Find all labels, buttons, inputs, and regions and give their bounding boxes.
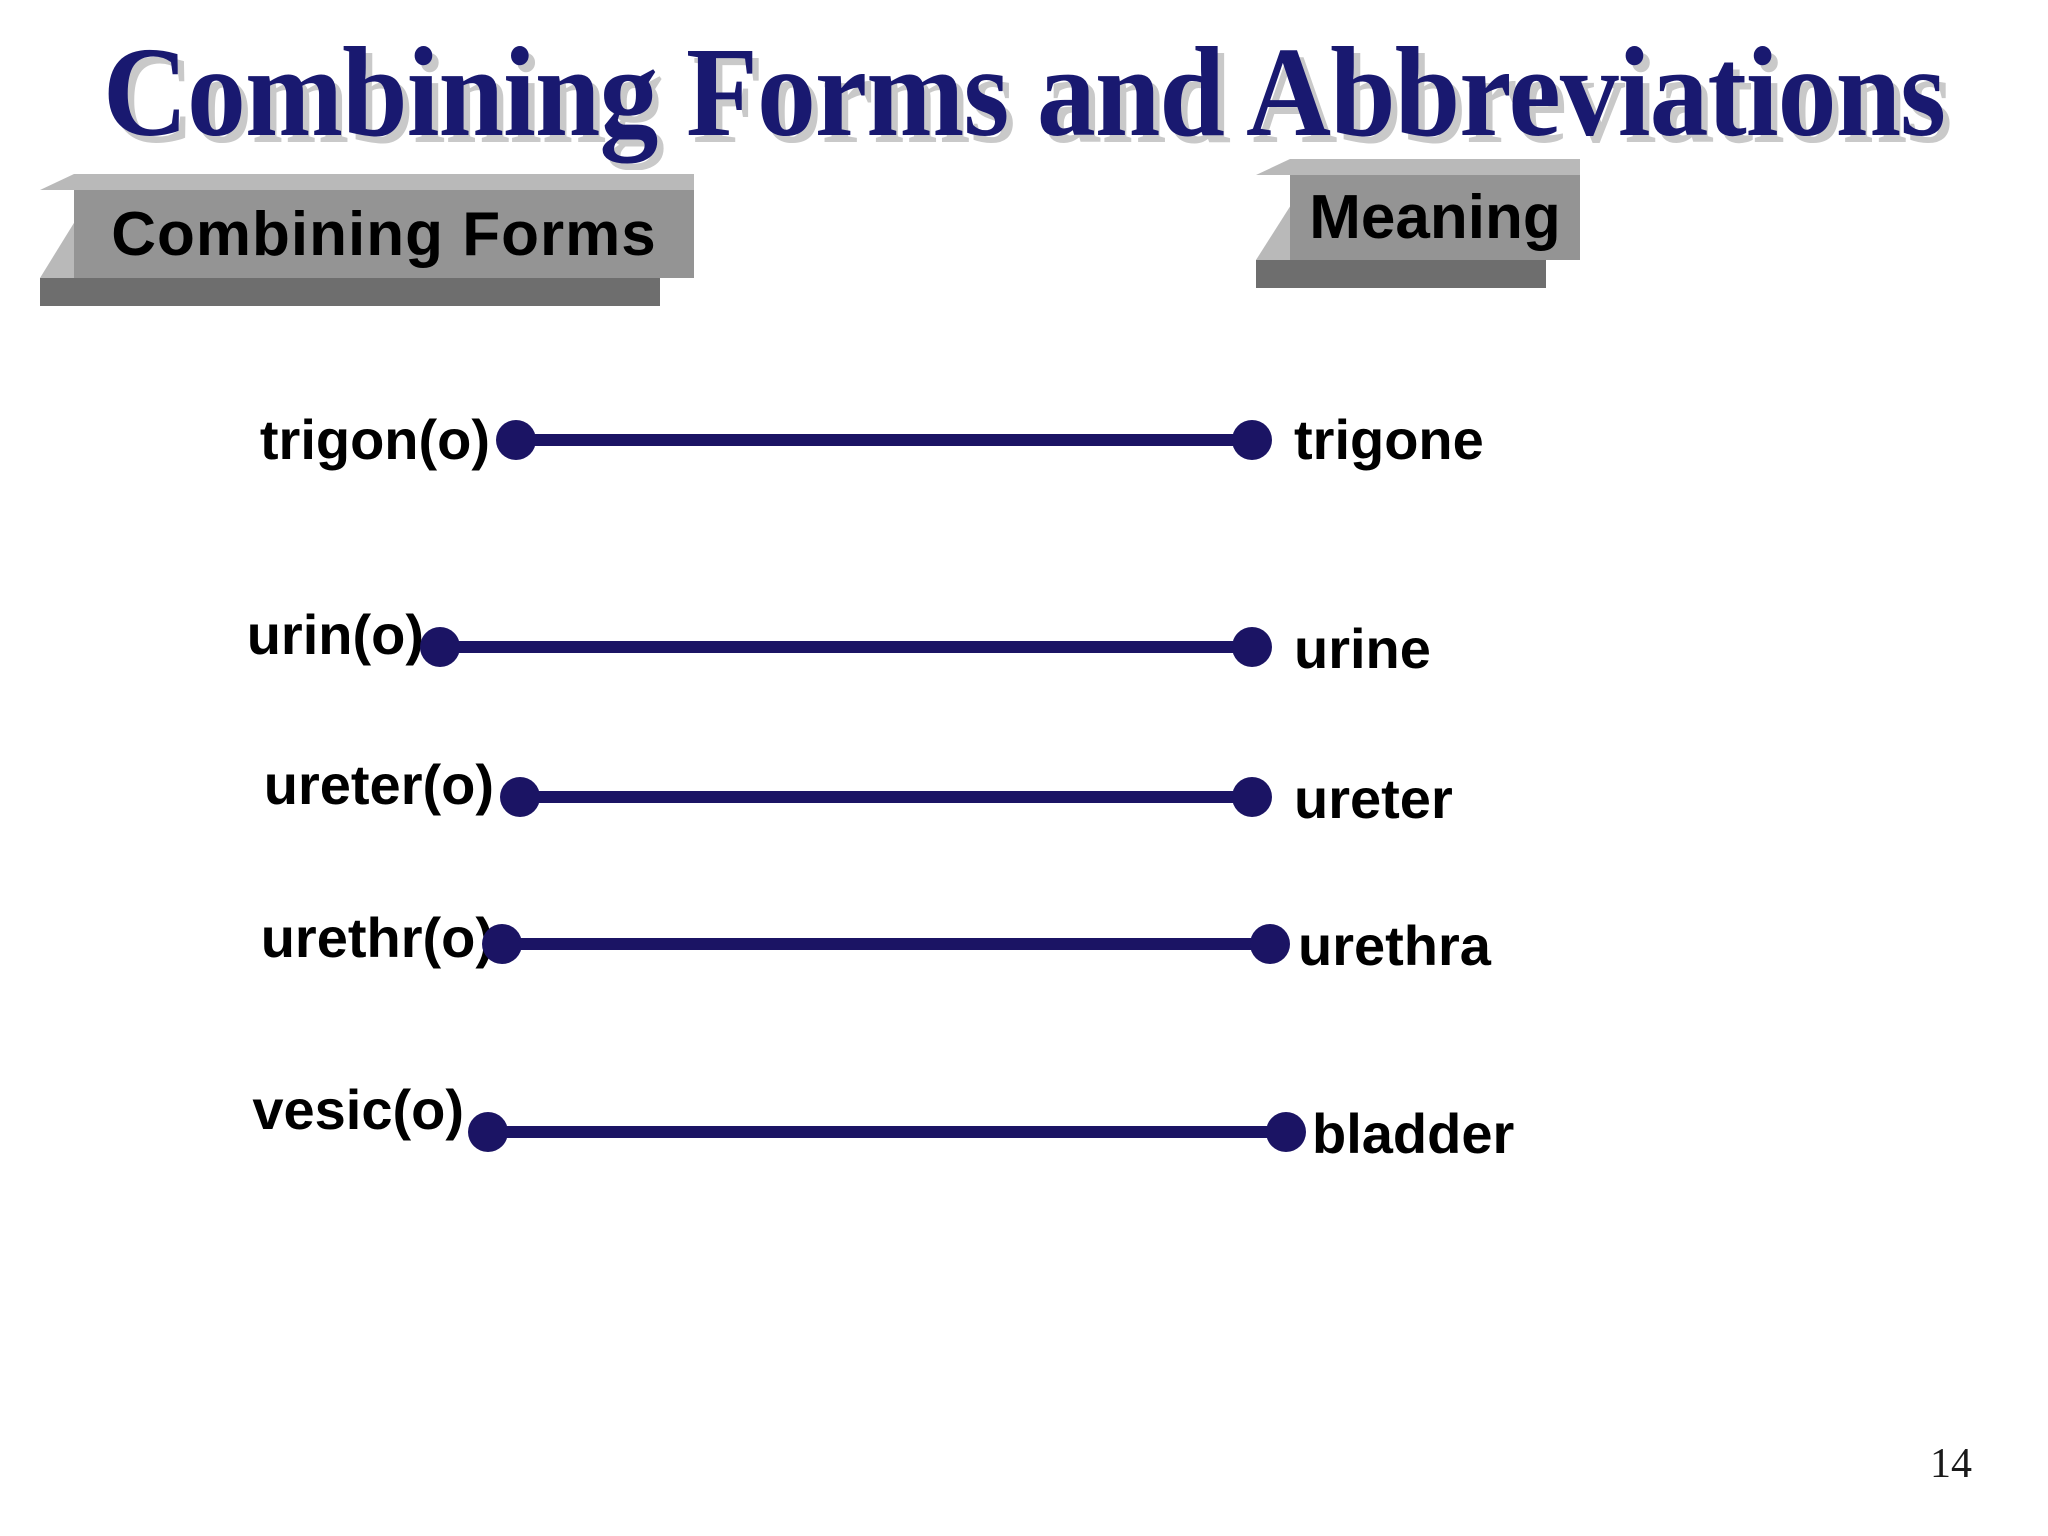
page-number: 14 [1930,1441,1972,1487]
meaning-term: bladder [1312,1102,1515,1165]
table-row: urin(o) urine [0,595,2048,680]
right-connector-dot [1232,420,1272,460]
meaning-header-label: Meaning [1309,183,1561,252]
combining-forms-header-shadow [40,278,660,306]
right-connector-dot [1232,627,1272,667]
combining-form-term: urethr(o) [260,906,494,969]
table-row: vesic(o) bladder [0,1070,2048,1162]
connector-line [502,938,1254,950]
page-title: Combining Forms and Abbreviations [102,21,1946,163]
connector-line [488,1126,1270,1138]
combining-forms-header-label: Combining Forms [111,199,657,269]
connector-line [516,434,1256,446]
right-connector-dot [1250,924,1290,964]
table-row: trigon(o) trigone [0,400,2048,480]
meaning-term: ureter [1294,767,1453,830]
meaning-term: trigone [1294,408,1484,471]
table-row: urethr(o) urethra [0,898,2048,978]
combining-form-term: trigon(o) [259,408,490,471]
combining-form-term: ureter(o) [263,753,494,816]
right-connector-dot [1266,1112,1306,1152]
meaning-term: urine [1294,617,1431,680]
meaning-header-shadow [1256,260,1546,288]
meaning-term: urethra [1298,914,1491,977]
combining-forms-header: Combining Forms [74,190,694,278]
connector-line [440,641,1256,653]
right-connector-dot [1232,777,1272,817]
combining-form-term: vesic(o) [252,1078,464,1141]
connector-line [520,791,1236,803]
combining-form-term: urin(o) [246,603,424,666]
table-row: ureter(o) ureter [0,745,2048,830]
meaning-header: Meaning [1290,175,1580,260]
